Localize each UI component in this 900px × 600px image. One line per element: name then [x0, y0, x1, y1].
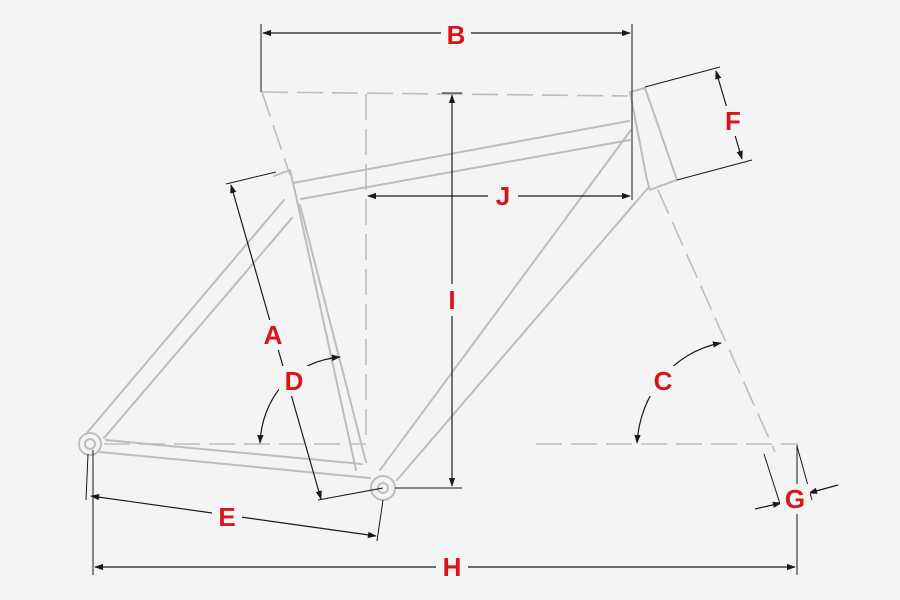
- dimension-g-left-arrow: [754, 501, 782, 510]
- construction-lines: [104, 91, 798, 453]
- dimension-g-right-arrow: [808, 484, 839, 494]
- seat-stay: [85, 199, 293, 439]
- top-tube: [292, 120, 631, 200]
- rear-dropout: [78, 432, 102, 456]
- head-tube: [629, 87, 678, 191]
- steering-axis-line: [657, 189, 776, 453]
- label-a: A: [264, 320, 283, 350]
- label-i: I: [448, 285, 455, 315]
- chain-stay: [99, 439, 371, 479]
- label-f: F: [725, 106, 741, 136]
- label-d: D: [285, 366, 304, 396]
- label-c: C: [654, 366, 673, 396]
- label-g: G: [785, 484, 805, 514]
- label-b: B: [447, 20, 466, 50]
- seat-tube-extension-line: [261, 91, 291, 176]
- label-h: H: [443, 552, 462, 582]
- dimension-labels: B J I F A D C E H G: [212, 20, 810, 582]
- down-tube: [379, 129, 649, 481]
- label-e: E: [218, 502, 235, 532]
- effective-top-tube-line: [261, 91, 629, 97]
- bike-frame: [78, 87, 678, 501]
- label-j: J: [496, 181, 510, 211]
